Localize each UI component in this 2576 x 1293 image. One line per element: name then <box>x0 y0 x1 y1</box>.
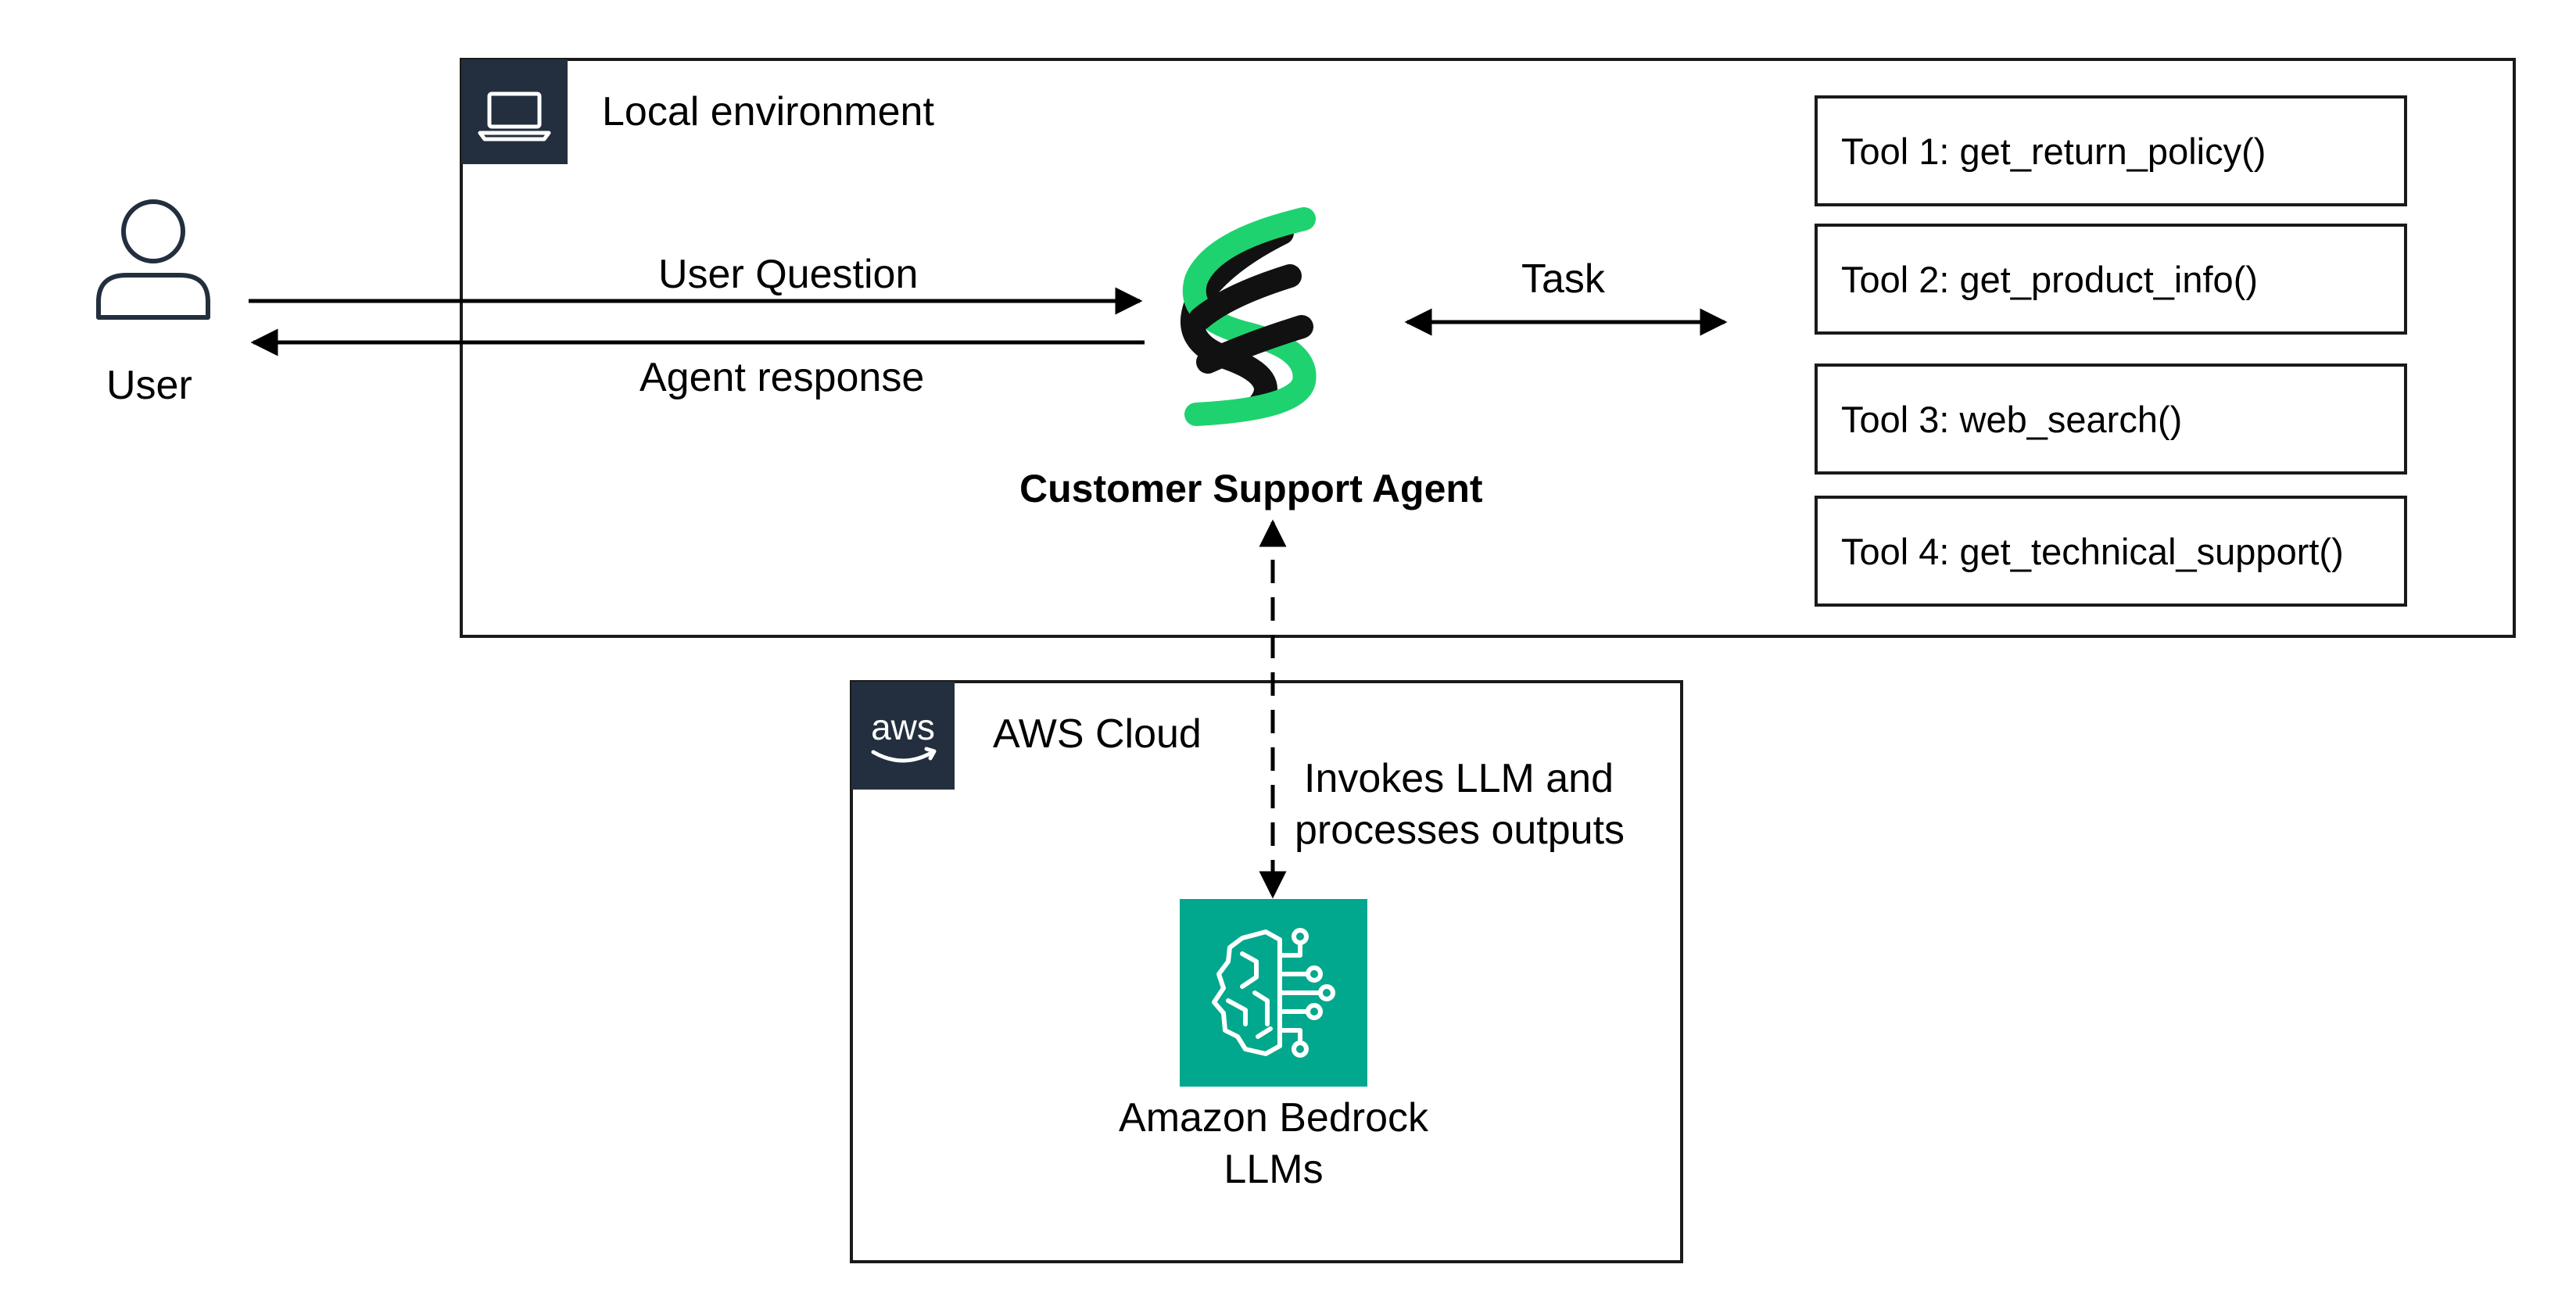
aws-logo-icon: aws <box>871 707 937 763</box>
aws-cloud-title: AWS Cloud <box>993 711 1202 757</box>
bedrock-brain-icon <box>1212 928 1335 1058</box>
tool-3-box: Tool 3: web_search() <box>1815 364 2407 475</box>
bedrock-label-line1: Amazon Bedrock <box>1119 1095 1428 1141</box>
laptop-icon <box>478 91 551 141</box>
agent-label: Customer Support Agent <box>1019 467 1483 510</box>
local-environment-badge <box>461 59 568 164</box>
user-label: User <box>106 363 192 408</box>
tool-3-label: Tool 3: web_search() <box>1841 398 2183 440</box>
tool-4-box: Tool 4: get_technical_support() <box>1815 496 2407 607</box>
user-icon <box>96 199 210 320</box>
strands-agents-logo-icon <box>1181 207 1317 426</box>
local-environment-group <box>460 58 2516 638</box>
tool-1-label: Tool 1: get_return_policy() <box>1841 130 2266 172</box>
svg-text:aws: aws <box>871 707 935 747</box>
bedrock-label-line2: LLMs <box>1224 1147 1324 1192</box>
invokes-label-line2: processes outputs <box>1295 808 1625 853</box>
tool-1-box: Tool 1: get_return_policy() <box>1815 95 2407 206</box>
local-environment-title: Local environment <box>602 89 934 134</box>
task-label: Task <box>1521 256 1605 302</box>
bedrock-icon-tile <box>1180 899 1367 1087</box>
user-question-label: User Question <box>658 252 919 297</box>
aws-cloud-badge: aws <box>851 682 955 790</box>
tool-2-label: Tool 2: get_product_info() <box>1841 258 2258 300</box>
agent-response-label: Agent response <box>640 355 925 400</box>
invokes-label-line1: Invokes LLM and <box>1304 756 1614 801</box>
tool-2-box: Tool 2: get_product_info() <box>1815 224 2407 335</box>
tool-4-label: Tool 4: get_technical_support() <box>1841 530 2344 572</box>
